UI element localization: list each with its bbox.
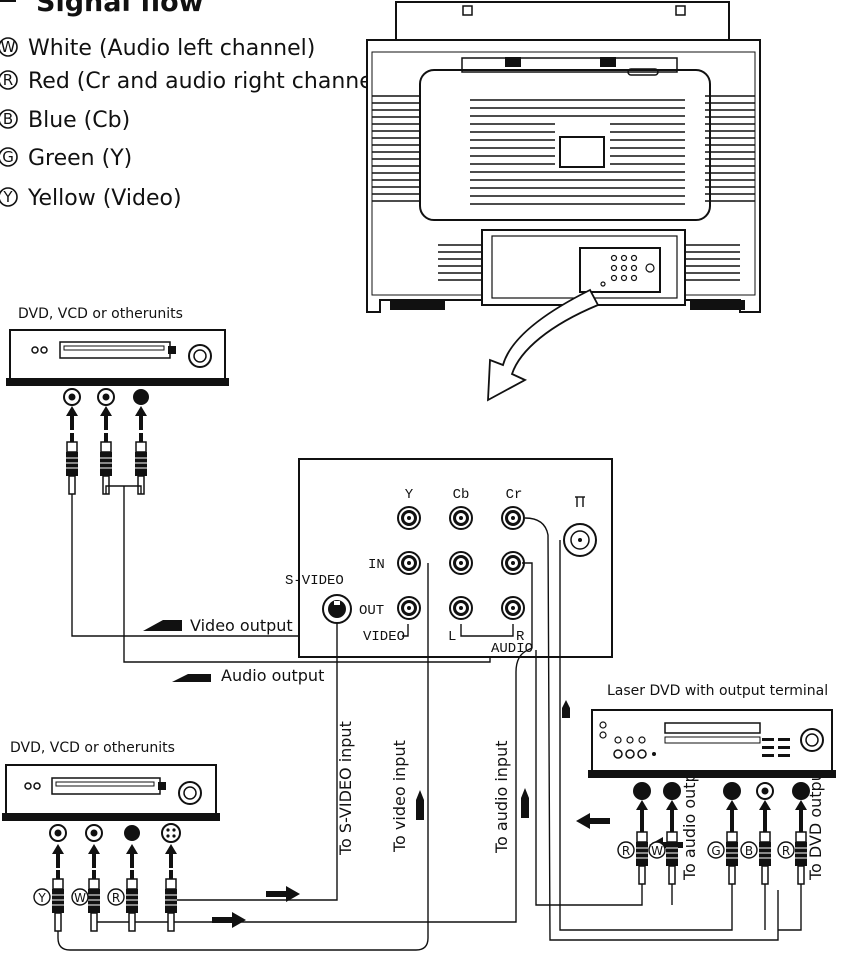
legend-label: Green (Y) bbox=[28, 146, 132, 171]
plug-badge-white-icon: W bbox=[649, 842, 665, 858]
label-to-audio-input: To audio input bbox=[492, 740, 511, 854]
panel-label-cb: Cb bbox=[453, 487, 470, 503]
device-label-bottom-right: Laser DVD with output terminal bbox=[607, 683, 828, 699]
plug-badge-text: Y bbox=[37, 891, 46, 905]
title-arrow-icon bbox=[0, 0, 16, 2]
panel-label-l: L bbox=[448, 629, 456, 645]
panel-label-y: Y bbox=[405, 487, 414, 503]
video-input-arrow-icon bbox=[416, 790, 424, 820]
s-video-source-icon bbox=[162, 824, 180, 842]
plug-badge-red-icon: R bbox=[778, 842, 794, 858]
plug-badge-red-icon: R bbox=[108, 889, 124, 905]
legend-item-blue: B Blue (Cb) bbox=[0, 108, 130, 133]
legend-code: Y bbox=[2, 188, 13, 206]
legend-item-white: W White (Audio left channel) bbox=[0, 36, 315, 61]
dvd-player-top-left bbox=[6, 330, 229, 386]
legend-item-green: G Green (Y) bbox=[0, 146, 132, 171]
plug-badge-text: G bbox=[711, 844, 720, 858]
plug-badge-text: W bbox=[74, 891, 86, 905]
device-label-bottom-left: DVD, VCD or otherunits bbox=[10, 740, 175, 756]
plug-badge-yellow-icon: Y bbox=[34, 889, 50, 905]
legend: W White (Audio left channel) R Red (Cr a… bbox=[0, 36, 387, 211]
legend-label: Yellow (Video) bbox=[27, 186, 182, 211]
dvd-player-bottom-left bbox=[2, 765, 220, 821]
legend-label: Blue (Cb) bbox=[28, 108, 130, 133]
plug-badge-red-icon: R bbox=[618, 842, 634, 858]
audio-input-arrow-icon bbox=[521, 788, 529, 818]
legend-code: W bbox=[1, 38, 16, 56]
plug-badge-white-icon: W bbox=[72, 889, 88, 905]
plug-badge-text: W bbox=[651, 844, 663, 858]
plug-badge-text: R bbox=[782, 844, 790, 858]
audio-flow-arrow-icon bbox=[576, 813, 610, 829]
panel-label-audio: AUDIO bbox=[491, 641, 533, 657]
video-output-arrow-icon bbox=[143, 620, 182, 631]
s-video-jack-icon bbox=[323, 595, 351, 623]
plug-badge-blue-icon: B bbox=[741, 842, 757, 858]
zoom-arrow-icon bbox=[488, 290, 598, 400]
label-audio-output: Audio output bbox=[221, 666, 324, 685]
device-label-top-left: DVD, VCD or otherunits bbox=[18, 306, 183, 322]
legend-code: B bbox=[3, 110, 13, 128]
plug-badge-text: R bbox=[622, 844, 630, 858]
panel-label-video: VIDEO bbox=[363, 629, 405, 645]
page-title: Signal flow bbox=[36, 0, 204, 18]
label-to-video-input: To video input bbox=[390, 740, 409, 853]
legend-label: White (Audio left channel) bbox=[28, 36, 315, 61]
video-flow-arrow-icon bbox=[212, 912, 246, 928]
audio-input-arrow-icon bbox=[562, 700, 570, 718]
label-to-dvd-output: To DVD output bbox=[806, 765, 825, 881]
label-video-output: Video output bbox=[190, 616, 293, 635]
tv-rear-illustration bbox=[367, 2, 760, 400]
panel-label-s-video: S-VIDEO bbox=[285, 573, 344, 589]
plug-badge-text: R bbox=[112, 891, 120, 905]
legend-code: R bbox=[3, 71, 13, 89]
legend-item-red: R Red (Cr and audio right channel) bbox=[0, 69, 387, 94]
label-to-s-video-input: To S-VIDEO input bbox=[336, 721, 355, 856]
legend-code: G bbox=[2, 148, 14, 166]
panel-label-in: IN bbox=[368, 557, 385, 573]
panel-label-out: OUT bbox=[359, 603, 384, 619]
audio-output-arrow-icon bbox=[172, 674, 211, 682]
plug-badge-green-icon: G bbox=[708, 842, 724, 858]
laser-dvd-player bbox=[588, 710, 836, 778]
legend-label: Red (Cr and audio right channel) bbox=[28, 69, 387, 94]
plug-badge-text: B bbox=[745, 844, 753, 858]
av-input-panel: Y Cb Cr IN OUT S-VIDEO VIDEO L R AUDIO bbox=[285, 459, 612, 657]
legend-item-yellow: Y Yellow (Video) bbox=[0, 186, 182, 211]
panel-label-cr: Cr bbox=[506, 487, 523, 503]
